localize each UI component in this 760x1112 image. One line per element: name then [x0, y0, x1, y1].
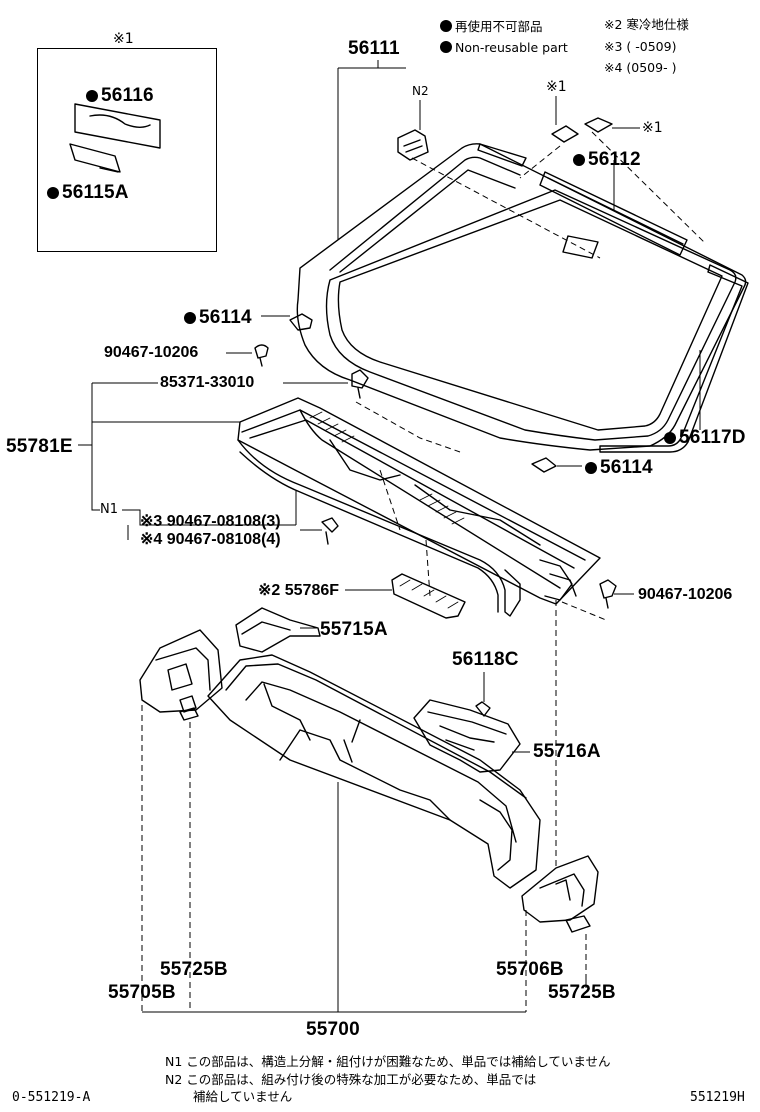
windshield-molding — [325, 156, 737, 441]
label-55716A: 55716A — [533, 741, 601, 762]
bracket-55716A — [413, 699, 521, 773]
bullet-icon — [86, 90, 98, 102]
label-55786F: ※2 55786F — [258, 582, 340, 599]
label-90467-08108-3: ※3 90467-08108(3) — [140, 513, 281, 530]
bullet-icon — [664, 432, 676, 444]
footer-n2-note-a: N2 この部品は、組み付け後の特殊な加工が必要なため、単品では — [165, 1072, 537, 1087]
label-56111: 56111 — [348, 38, 400, 59]
legend-en-non-reusable: Non-reusable part — [440, 41, 568, 55]
bullet-icon — [47, 187, 59, 199]
legend-mark2: ※2 寒冷地仕様 — [604, 17, 689, 32]
side-bracket-right — [521, 855, 599, 923]
footer-code-left: 0-551219-A — [12, 1090, 91, 1105]
label-55725B-left: 55725B — [160, 959, 228, 980]
label-55781E: 55781E — [6, 436, 73, 457]
legend-mark3: ※3 ( -0509) — [604, 39, 677, 54]
label-56116: 56116 — [86, 86, 154, 105]
inset-emblem — [74, 103, 161, 149]
label-56117D: 56117D — [664, 428, 746, 447]
inset-box — [37, 48, 217, 252]
bracket-55715A — [235, 607, 321, 653]
bullet-icon — [440, 20, 452, 32]
label-55725B-right: 55725B — [548, 982, 616, 1003]
clip-top-a — [551, 125, 579, 143]
label-90467-08108-4: ※4 90467-08108(4) — [140, 531, 281, 548]
label-star1-right: ※1 — [642, 120, 663, 136]
n2-bracket — [397, 129, 429, 161]
label-56114-right: 56114 — [585, 458, 653, 477]
inset-title: ※1 — [113, 31, 134, 47]
legend-mark4: ※4 (0509- ) — [604, 60, 677, 75]
windshield-glass — [296, 143, 747, 451]
side-molding — [599, 264, 749, 453]
windshield-molding-inner — [337, 169, 723, 431]
label-star1-top: ※1 — [546, 79, 567, 95]
label-56112: 56112 — [573, 150, 641, 169]
label-56115A: 56115A — [47, 183, 129, 202]
side-bracket-left — [139, 629, 223, 713]
label-56114-left: 56114 — [184, 308, 252, 327]
cowl-seal — [391, 573, 466, 619]
label-55705B: 55705B — [108, 982, 176, 1003]
cowl-lower-panel — [207, 654, 541, 889]
footer-code-right: 551219H — [690, 1090, 745, 1105]
legend-jp-non-reusable: 再使用不可部品 — [440, 20, 543, 34]
label-90467-10206-left: 90467-10206 — [104, 344, 199, 361]
label-85371-33010: 85371-33010 — [160, 374, 255, 391]
label-n2: N2 — [412, 84, 429, 98]
footer-n1-note: N1 この部品は、構造上分解・組付けが困難なため、単品では補給していません — [165, 1054, 611, 1069]
label-55700: 55700 — [306, 1019, 360, 1040]
bullet-icon — [585, 462, 597, 474]
bullet-icon — [184, 312, 196, 324]
bullet-icon — [440, 41, 452, 53]
clip-top-b — [584, 117, 613, 133]
inset-clip — [69, 143, 121, 173]
label-90467-10206-right: 90467-10206 — [638, 586, 733, 603]
dam-strip — [539, 171, 688, 256]
label-55715A: 55715A — [320, 619, 388, 640]
label-55706B: 55706B — [496, 959, 564, 980]
label-n1: N1 — [100, 502, 118, 517]
footer-n2-note-b: 補給していません — [193, 1089, 293, 1104]
label-56118C: 56118C — [452, 649, 519, 670]
bullet-icon — [573, 154, 585, 166]
